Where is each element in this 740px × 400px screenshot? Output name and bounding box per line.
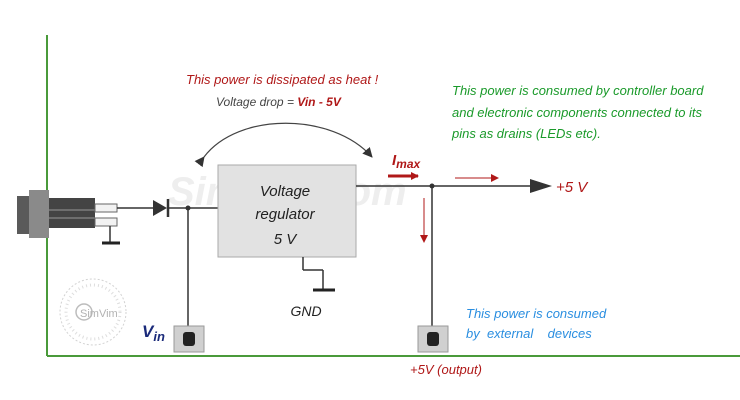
simvim-logo: SimVim xyxy=(59,278,127,346)
vin-label: Vin xyxy=(142,322,165,344)
voltage-drop-text: Voltage drop = Vin - 5V xyxy=(216,95,342,109)
gnd-label: GND xyxy=(290,303,321,319)
output-pad xyxy=(417,325,449,353)
logo-text: SimVim xyxy=(80,308,118,320)
output-label: +5V (output) xyxy=(410,362,482,377)
power-jack xyxy=(17,190,120,245)
regulator-line3: 5 V xyxy=(274,231,299,248)
board-note-line2: and electronic components connected to i… xyxy=(452,105,703,120)
board-note-line3: pins as drains (LEDs etc). xyxy=(451,126,601,141)
board-note-line1: This power is consumed by controller boa… xyxy=(452,83,704,98)
output-arrow xyxy=(530,179,552,193)
voltage-drop-arc xyxy=(194,122,373,168)
imax-label: Imax xyxy=(392,152,422,171)
heat-note-title: This power is dissipated as heat ! xyxy=(186,72,379,87)
diode xyxy=(153,199,170,217)
regulator-line2: regulator xyxy=(255,206,315,223)
external-note-line1: This power is consumed xyxy=(466,306,607,321)
vin-pad xyxy=(173,325,205,353)
regulator-line1: Voltage xyxy=(260,183,310,200)
plus5v-label: +5 V xyxy=(556,179,589,196)
external-note-line2: by external devices xyxy=(466,326,592,341)
